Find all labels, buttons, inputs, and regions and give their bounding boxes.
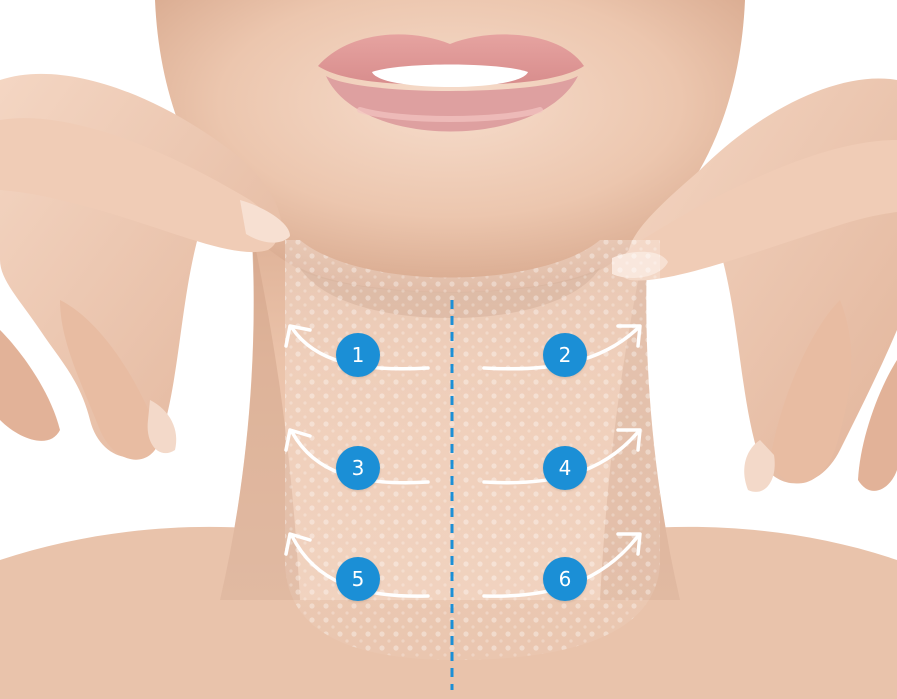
step-badge-3: 3 <box>336 446 380 490</box>
step-badge-1: 1 <box>336 333 380 377</box>
step-badge-2: 2 <box>543 333 587 377</box>
step-badge-4: 4 <box>543 446 587 490</box>
massage-zone-dots <box>285 240 660 660</box>
step-badge-5: 5 <box>336 557 380 601</box>
step-badge-6: 6 <box>543 557 587 601</box>
